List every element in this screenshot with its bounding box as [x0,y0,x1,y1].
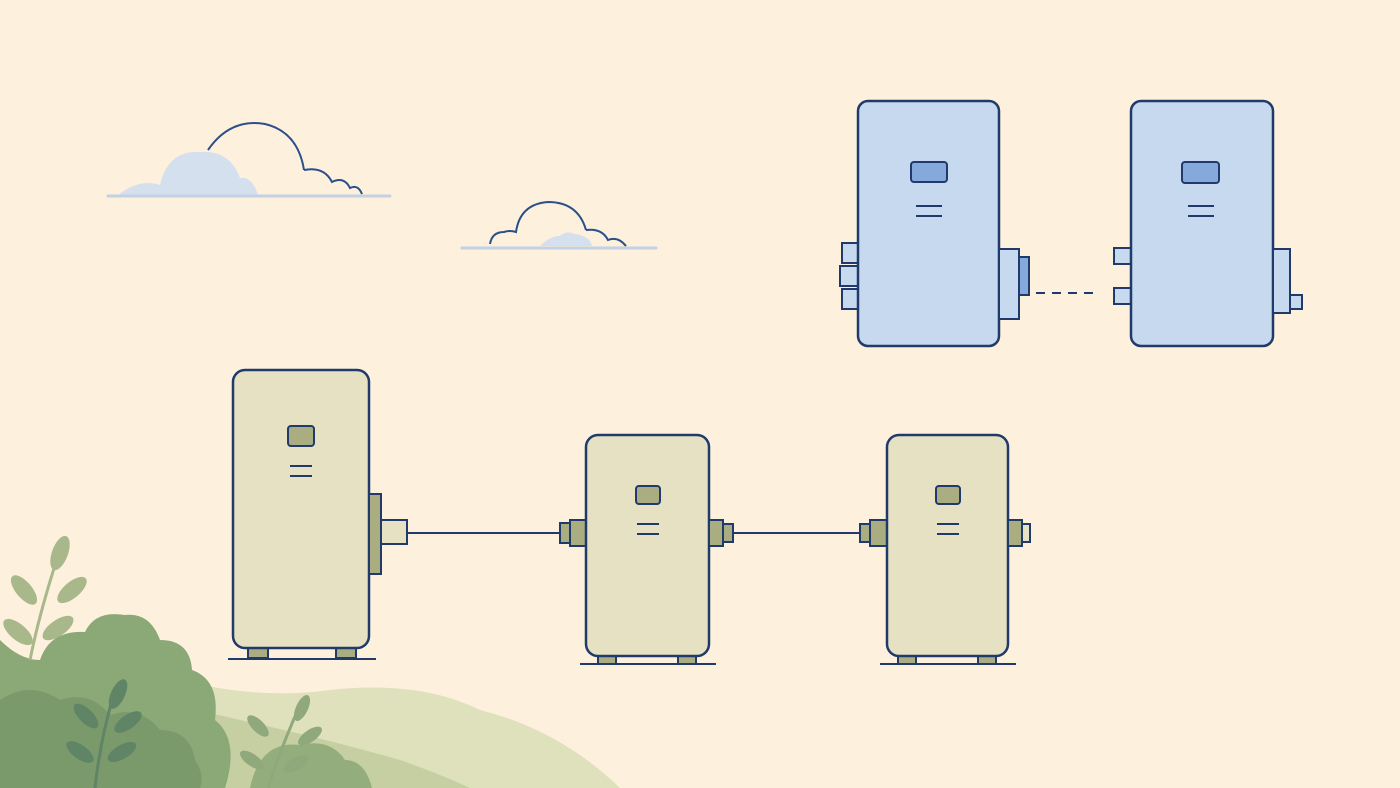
battery-unit-main [228,368,408,660]
display-screen [1181,161,1220,184]
cloud-right [460,200,658,250]
leaf-sprig-left [3,535,87,661]
display-screen [635,485,661,505]
side-port [368,493,382,575]
display-screen [910,161,948,183]
battery-unit-expansion-1 [559,433,734,665]
leaf-sprig-right [240,695,322,788]
battery-unit-blue-1 [839,99,1030,348]
leaf-sprig-center [66,679,142,788]
foliage [0,535,620,788]
battery-unit-expansion-2 [859,433,1031,665]
battery-unit-blue-2 [1113,99,1303,348]
display-screen [287,425,315,447]
display-screen [935,485,961,505]
cloud-left [106,122,392,198]
